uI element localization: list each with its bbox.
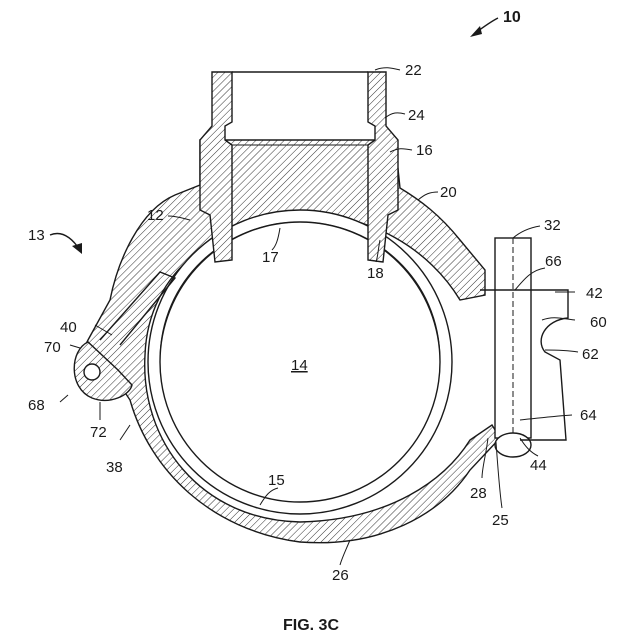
- ref-12: 12: [147, 207, 164, 224]
- ref-13: 13: [28, 227, 45, 244]
- hinge-pin: [84, 364, 100, 380]
- ref-64: 64: [580, 407, 597, 424]
- ref-44: 44: [530, 457, 547, 474]
- ref-15: 15: [268, 472, 285, 489]
- ref-18: 18: [367, 265, 384, 282]
- ref-14: 14: [291, 357, 308, 374]
- ref-22: 22: [405, 62, 422, 79]
- ref-32: 32: [544, 217, 561, 234]
- ref-17: 17: [262, 249, 279, 266]
- arrow-10-head: [470, 26, 482, 37]
- ref-20: 20: [440, 184, 457, 201]
- ref-25: 25: [492, 512, 509, 529]
- ref-16: 16: [416, 142, 433, 159]
- ref-40: 40: [60, 319, 77, 336]
- ref-24: 24: [408, 107, 425, 124]
- ref-68: 68: [28, 397, 45, 414]
- ref-10: 10: [503, 9, 521, 26]
- ref-38: 38: [106, 459, 123, 476]
- ref-42: 42: [586, 285, 603, 302]
- ref-70: 70: [44, 339, 61, 356]
- ref-62: 62: [582, 346, 599, 363]
- figure-caption: FIG. 3C: [283, 617, 339, 634]
- ref-66: 66: [545, 253, 562, 270]
- ref-28: 28: [470, 485, 487, 502]
- arrow-13-head: [72, 243, 82, 254]
- ref-26: 26: [332, 567, 349, 584]
- ref-72: 72: [90, 424, 107, 441]
- ref-60: 60: [590, 314, 607, 331]
